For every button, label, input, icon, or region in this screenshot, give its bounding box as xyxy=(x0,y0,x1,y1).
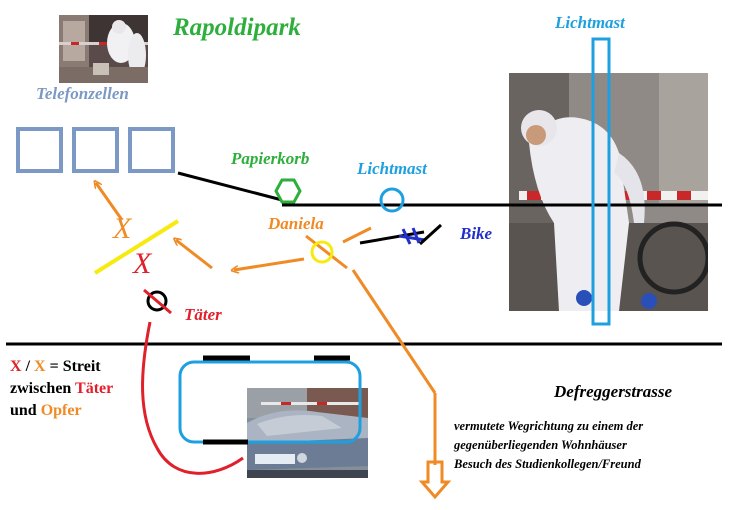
bike-label: Bike xyxy=(460,224,493,243)
legend-victim: Opfer xyxy=(40,402,82,419)
crossed-circle-icon xyxy=(143,288,172,315)
presumed-route-arrow xyxy=(351,269,452,500)
phone-booth-3 xyxy=(128,127,175,173)
circle-icon xyxy=(379,187,405,213)
light-pole-photo-label: Lichtmast xyxy=(555,13,625,32)
arrow-daniela-to-x xyxy=(234,257,305,270)
light-pole-label: Lichtmast xyxy=(357,159,427,178)
perpetrator-route xyxy=(141,321,244,475)
park-label: Rapoldipark xyxy=(173,14,301,41)
legend-line-1: X / X = Streit xyxy=(10,356,113,378)
legend-equals: = Streit xyxy=(45,358,101,375)
light-pole-marker xyxy=(591,37,611,326)
target-circle-icon xyxy=(305,234,348,270)
legend-x-orange: X xyxy=(34,358,46,375)
forensic-officer-photo-art xyxy=(509,73,708,311)
phone-booth-label: Telefonzellen xyxy=(36,84,129,103)
legend-perpetrator: Täter xyxy=(75,380,114,397)
phone-booth-2 xyxy=(72,127,119,173)
arrow-to-bike xyxy=(342,226,372,244)
car-photo-art xyxy=(247,388,368,478)
crossed-bike-icon xyxy=(359,223,443,246)
daniela-label: Daniela xyxy=(268,214,324,233)
legend-x-red: X xyxy=(10,358,22,375)
trash-bin-label: Papierkorb xyxy=(231,149,310,168)
legend-line2-prefix: zwischen xyxy=(10,380,76,397)
route-note: vermutete Wegrichtung zu einem der gegen… xyxy=(454,417,643,474)
legend: X / X = Streit zwischen Täter und Opfer xyxy=(10,356,113,422)
arrow-x-to-booths xyxy=(96,183,124,221)
phone-booth-photo-art xyxy=(59,15,148,83)
x-orange-mark: X xyxy=(113,212,132,245)
legend-slash: / xyxy=(21,358,35,375)
legend-line-3: und Opfer xyxy=(10,400,113,422)
park-edge-line xyxy=(177,171,283,202)
phone-booths xyxy=(16,127,175,173)
route-note-line-3: Besuch des Studienkollegen/Freund xyxy=(454,457,641,471)
dispute-line xyxy=(93,219,180,275)
legend-line-2: zwischen Täter xyxy=(10,378,113,400)
phone-booth-1 xyxy=(16,127,63,173)
car-photo xyxy=(247,388,368,478)
x-red-mark: X xyxy=(133,247,152,280)
perpetrator-label: Täter xyxy=(184,305,222,324)
route-note-line-1: vermutete Wegrichtung zu einem der xyxy=(454,419,644,433)
route-note-line-2: gegenüberliegenden Wohnhäuser xyxy=(454,438,627,452)
car-outline-icon xyxy=(178,355,362,445)
phone-booth-photo xyxy=(59,15,148,83)
arrow-x-to-daniela xyxy=(176,240,213,270)
legend-line3-prefix: und xyxy=(10,402,41,419)
street-label: Defreggerstrasse xyxy=(554,382,673,401)
hexagon-icon xyxy=(274,178,302,204)
